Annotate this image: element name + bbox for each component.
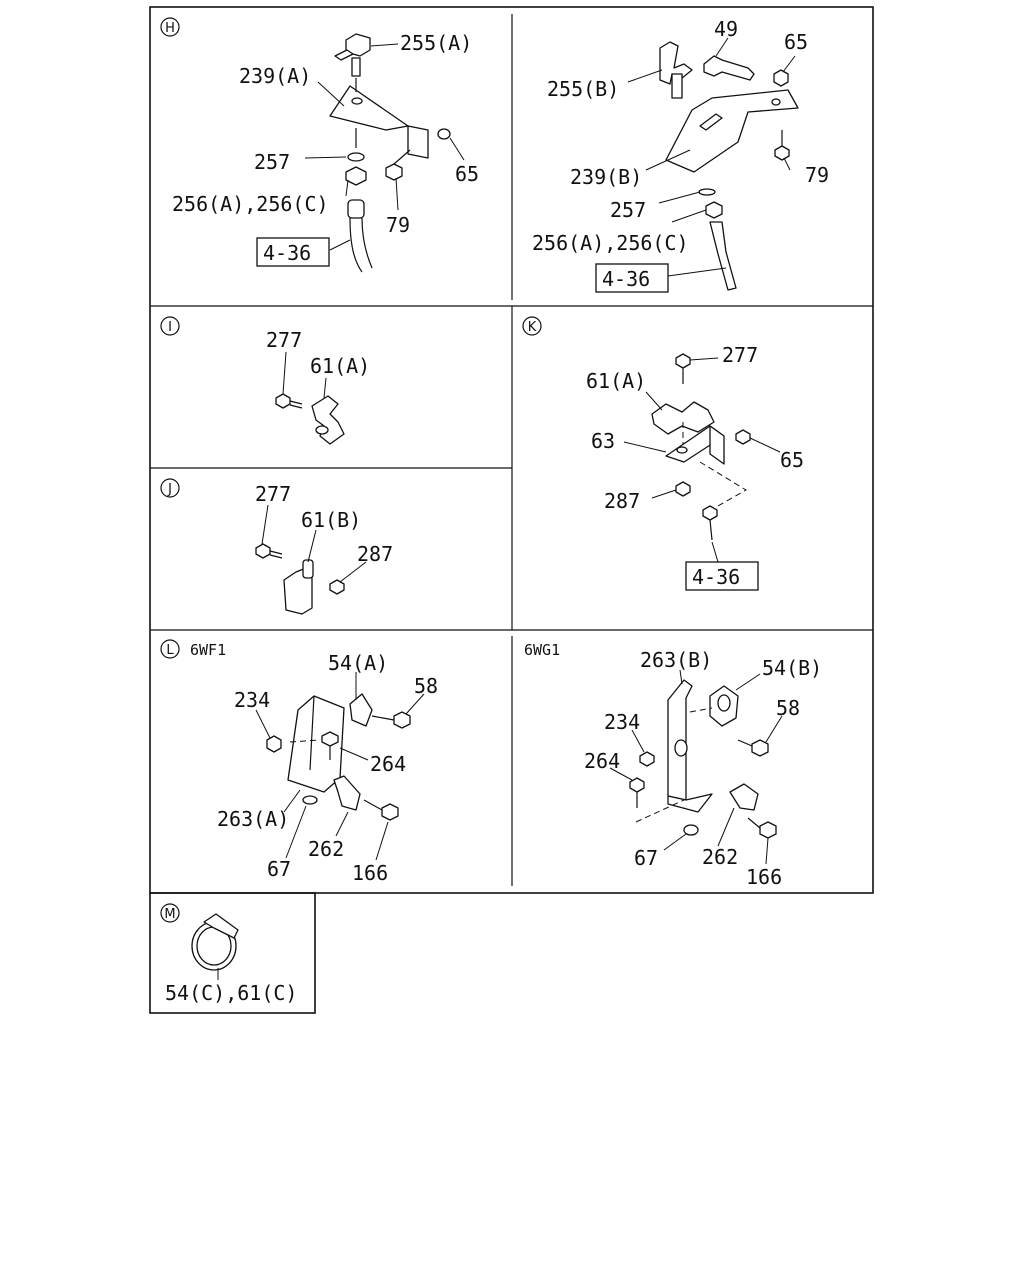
- section-k-leaders: [623, 357, 781, 563]
- label-263b: 263(B): [640, 648, 712, 672]
- label-61a-k: 61(A): [586, 369, 646, 393]
- section-j-parts: [255, 543, 345, 615]
- section-j-leaders: [261, 504, 367, 583]
- label-257: 257: [254, 150, 290, 174]
- section-m-frame: [149, 892, 316, 1014]
- section-l-left-leaders: [255, 672, 425, 861]
- label-79-right: 79: [805, 163, 829, 187]
- label-61a-i: 61(A): [310, 354, 370, 378]
- label-257-right: 257: [610, 198, 646, 222]
- section-l-left-parts: [266, 693, 411, 821]
- label-166-left: 166: [352, 861, 388, 885]
- section-h-marker: H: [160, 17, 180, 37]
- svg-text:K: K: [528, 320, 537, 335]
- label-264-left: 264: [370, 752, 406, 776]
- label-262-left: 262: [308, 837, 344, 861]
- section-i-marker: I: [160, 316, 180, 336]
- label-79: 79: [386, 213, 410, 237]
- variant-label-6wg1: 6WG1: [524, 641, 560, 659]
- section-l-right-parts: [629, 679, 777, 839]
- ref-box-4-36-h-left: 4-36: [256, 237, 330, 267]
- label-67-left: 67: [267, 857, 291, 881]
- label-58-left: 58: [414, 674, 438, 698]
- label-65: 65: [455, 162, 479, 186]
- section-m-marker: M: [160, 903, 180, 923]
- label-255b: 255(B): [547, 77, 619, 101]
- section-h-left-parts: [329, 33, 451, 273]
- label-63: 63: [591, 429, 615, 453]
- label-65-k: 65: [780, 448, 804, 472]
- label-54a: 54(A): [328, 651, 388, 675]
- label-287-k: 287: [604, 489, 640, 513]
- svg-text:J: J: [167, 482, 172, 497]
- svg-text:4-36: 4-36: [602, 267, 650, 291]
- section-i-leaders: [282, 351, 327, 399]
- label-49: 49: [714, 17, 738, 41]
- svg-text:I: I: [168, 320, 172, 335]
- section-m-parts: [191, 913, 239, 971]
- section-h-left-leaders: [304, 43, 465, 251]
- label-256: 256(A),256(C): [172, 192, 329, 216]
- label-262-right: 262: [702, 845, 738, 869]
- label-65-right: 65: [784, 30, 808, 54]
- label-67-right: 67: [634, 846, 658, 870]
- label-58-right: 58: [776, 696, 800, 720]
- section-k-parts: [651, 353, 751, 541]
- label-287-j: 287: [357, 542, 393, 566]
- svg-text:H: H: [165, 21, 175, 36]
- label-277-i: 277: [266, 328, 302, 352]
- label-54c-61c: 54(C),61(C): [165, 981, 297, 1005]
- svg-text:4-36: 4-36: [263, 241, 311, 265]
- ref-box-4-36-k: 4-36: [685, 561, 759, 591]
- label-264-right: 264: [584, 749, 620, 773]
- label-255a: 255(A): [400, 31, 472, 55]
- section-l-right-leaders: [609, 669, 783, 865]
- label-263a: 263(A): [217, 807, 289, 831]
- label-234-right: 234: [604, 710, 640, 734]
- section-i-parts: [275, 393, 345, 445]
- label-61b-j: 61(B): [301, 508, 361, 532]
- section-l-marker: L: [160, 639, 180, 659]
- label-239a: 239(A): [239, 64, 311, 88]
- svg-text:L: L: [166, 643, 174, 658]
- section-h-right-leaders: [627, 37, 796, 277]
- label-239b: 239(B): [570, 165, 642, 189]
- section-j-marker: J: [160, 478, 180, 498]
- main-frame: [149, 6, 874, 894]
- label-54b: 54(B): [762, 656, 822, 680]
- svg-text:4-36: 4-36: [692, 565, 740, 589]
- label-256-right: 256(A),256(C): [532, 231, 689, 255]
- ref-box-4-36-h-right: 4-36: [595, 263, 669, 293]
- section-h-right-parts: [659, 41, 799, 291]
- label-277-k: 277: [722, 343, 758, 367]
- label-234-left: 234: [234, 688, 270, 712]
- section-k-marker: K: [522, 316, 542, 336]
- label-277-j: 277: [255, 482, 291, 506]
- svg-text:M: M: [164, 907, 175, 922]
- label-166-right: 166: [746, 865, 782, 889]
- variant-label-6wf1: 6WF1: [190, 641, 226, 659]
